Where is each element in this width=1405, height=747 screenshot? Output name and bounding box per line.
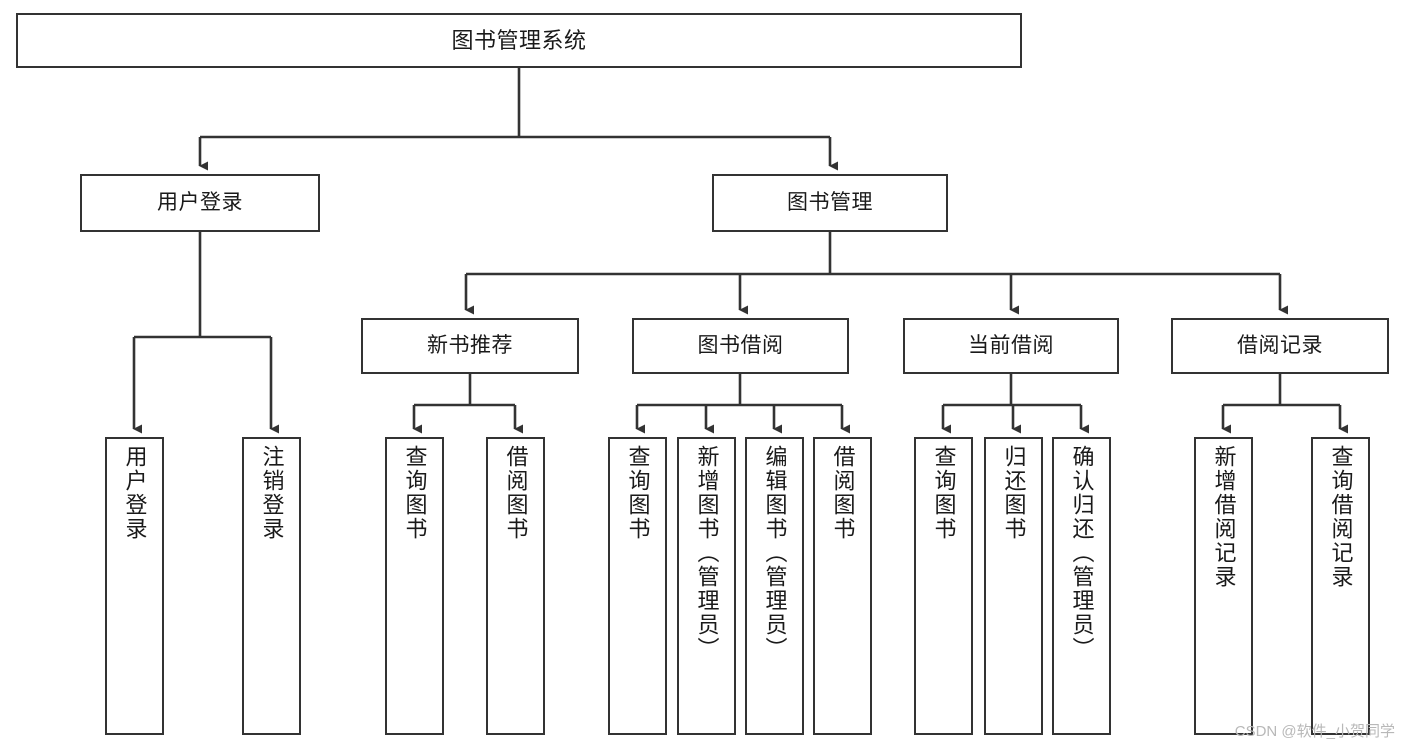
node-leaf-borrow-book-1[interactable]: 借阅图书 (486, 437, 545, 735)
node-leaf-add-record[interactable]: 新增借阅记录 (1194, 437, 1253, 735)
csdn-watermark: CSDN @软件_小贺同学 (1234, 723, 1395, 740)
node-current-borrow-label: 当前借阅 (968, 333, 1054, 357)
node-leaf-user-login-label: 用户登录 (122, 445, 148, 541)
node-leaf-add-record-label: 新增借阅记录 (1211, 445, 1237, 589)
node-leaf-query-record[interactable]: 查询借阅记录 (1311, 437, 1370, 735)
node-leaf-confirm-return[interactable]: 确认归还（管理员） (1052, 437, 1111, 735)
node-root[interactable]: 图书管理系统 (16, 13, 1022, 68)
node-leaf-add-book-label: 新增图书（管理员） (694, 445, 720, 661)
node-user-login-label: 用户登录 (157, 190, 243, 214)
node-leaf-borrow-book-2[interactable]: 借阅图书 (813, 437, 872, 735)
node-borrow-record-label: 借阅记录 (1237, 333, 1323, 357)
node-leaf-user-login[interactable]: 用户登录 (105, 437, 164, 735)
node-book-manage-label: 图书管理 (787, 190, 873, 214)
node-root-label: 图书管理系统 (451, 27, 587, 53)
node-leaf-query-book-1-label: 查询图书 (402, 445, 428, 541)
node-leaf-query-book-3[interactable]: 查询图书 (914, 437, 973, 735)
node-leaf-return-book[interactable]: 归还图书 (984, 437, 1043, 735)
node-leaf-return-book-label: 归还图书 (1001, 445, 1027, 541)
node-book-manage[interactable]: 图书管理 (712, 174, 948, 232)
node-user-login[interactable]: 用户登录 (80, 174, 320, 232)
node-leaf-edit-book-label: 编辑图书（管理员） (762, 445, 788, 661)
node-leaf-edit-book[interactable]: 编辑图书（管理员） (745, 437, 804, 735)
node-leaf-query-book-3-label: 查询图书 (931, 445, 957, 541)
node-leaf-query-book-2[interactable]: 查询图书 (608, 437, 667, 735)
node-book-borrow[interactable]: 图书借阅 (632, 318, 849, 374)
node-leaf-add-book[interactable]: 新增图书（管理员） (677, 437, 736, 735)
node-book-borrow-label: 图书借阅 (697, 333, 784, 357)
node-leaf-logout-label: 注销登录 (259, 445, 285, 541)
node-leaf-confirm-return-label: 确认归还（管理员） (1069, 445, 1095, 661)
node-leaf-query-book-2-label: 查询图书 (625, 445, 651, 541)
node-borrow-record[interactable]: 借阅记录 (1171, 318, 1389, 374)
node-leaf-logout[interactable]: 注销登录 (242, 437, 301, 735)
node-current-borrow[interactable]: 当前借阅 (903, 318, 1119, 374)
node-leaf-borrow-book-2-label: 借阅图书 (830, 445, 856, 541)
node-new-book-recommend-label: 新书推荐 (427, 333, 513, 357)
node-new-book-recommend[interactable]: 新书推荐 (361, 318, 579, 374)
node-leaf-query-book-1[interactable]: 查询图书 (385, 437, 444, 735)
node-leaf-query-record-label: 查询借阅记录 (1328, 445, 1354, 589)
node-leaf-borrow-book-1-label: 借阅图书 (503, 445, 529, 541)
